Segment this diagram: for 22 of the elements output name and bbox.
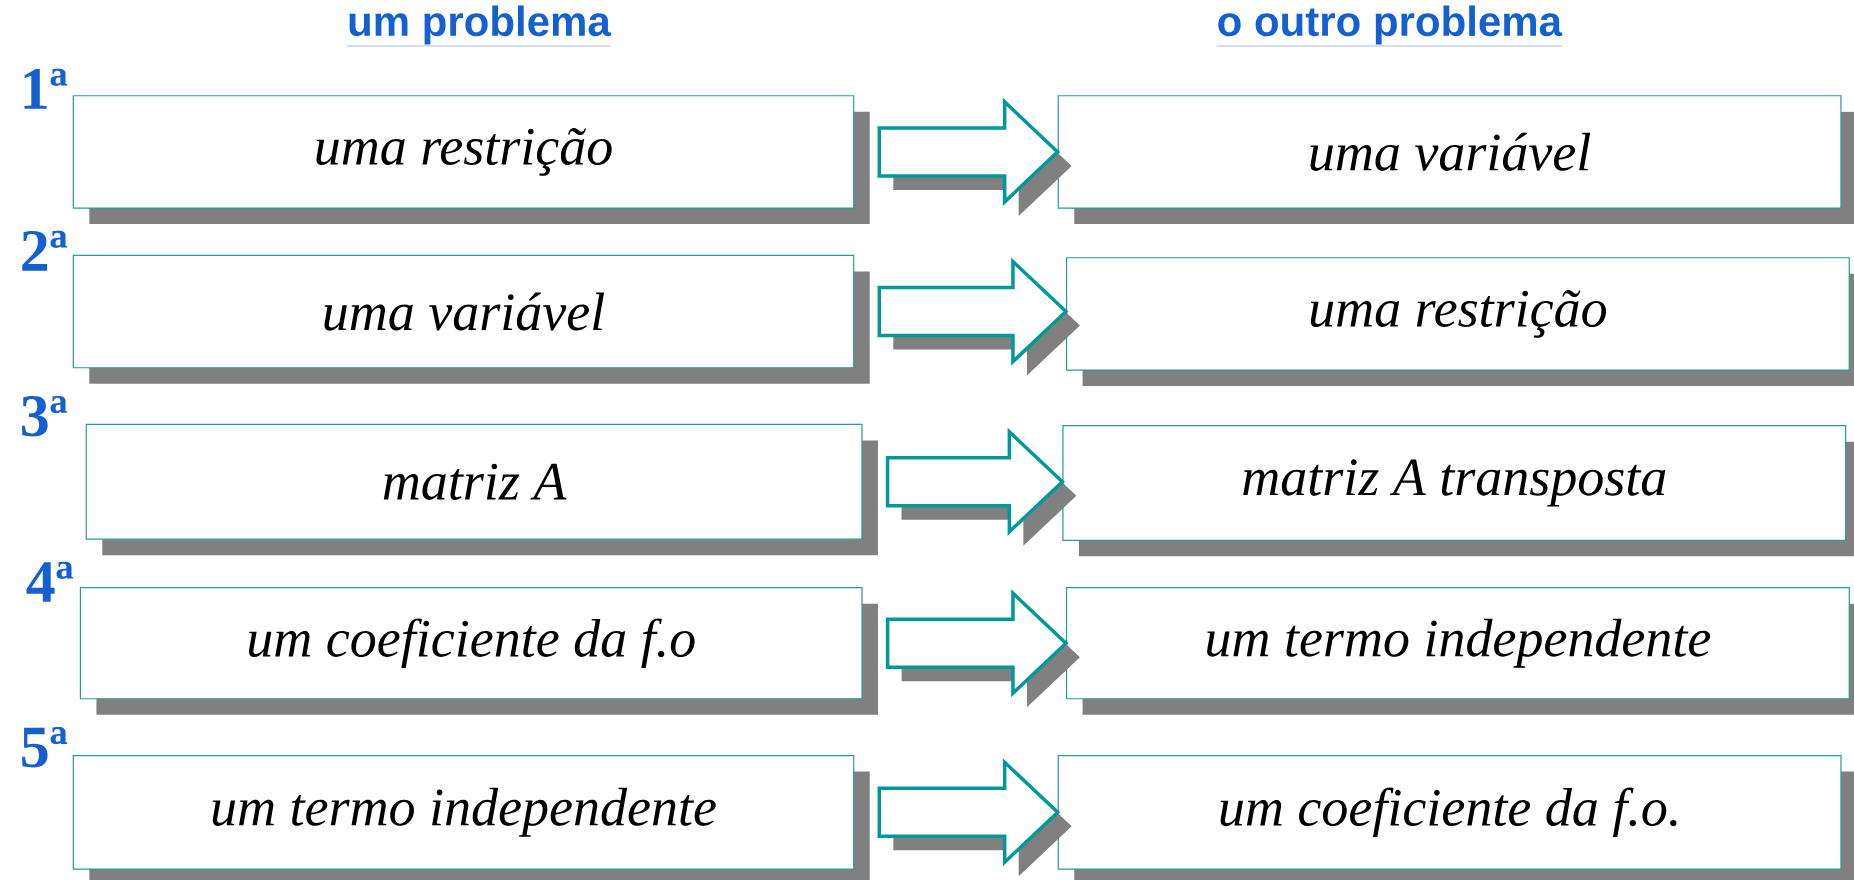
text-box: um termo independente [72,754,870,880]
text-box: uma variável [1057,95,1854,225]
block-arrow [877,97,1072,216]
ordinal-number: 5ª [22,727,68,768]
text-box: uma restrição [72,95,870,225]
block-arrow [885,427,1077,546]
ordinal-number: 1ª [24,68,68,109]
block-arrow [877,758,1072,877]
ordinal-number: 4ª [26,561,74,602]
text-box: uma restrição [1065,257,1854,387]
text-box: um termo independente [1065,587,1854,715]
text-box: uma variável [72,254,870,384]
ordinal-number: 2ª [22,230,68,271]
ordinal-number: 3ª [22,395,68,437]
text-box: matriz A [85,423,878,556]
text-box: um coeficiente da f.o [79,587,878,715]
column-header: um problema [346,5,611,47]
block-arrow [877,257,1080,376]
text-box: matriz A transposta [1062,425,1854,557]
text-box: um coeficiente da f.o. [1057,754,1854,880]
block-arrow [885,589,1080,708]
column-header: o outro problema [1216,5,1563,47]
